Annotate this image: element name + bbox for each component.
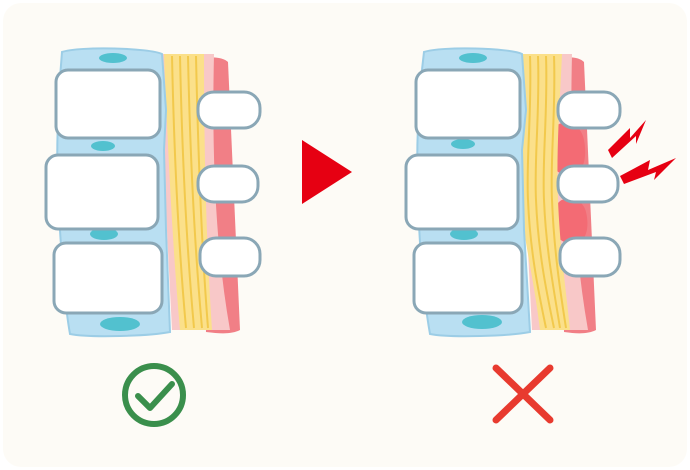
healthy-disc-dot — [90, 228, 118, 240]
healthy-vertebral-body — [44, 153, 160, 231]
swelling-bulge — [552, 198, 588, 245]
arrow-right-icon — [302, 140, 352, 204]
compressed-spinous-process — [556, 164, 620, 204]
healthy-vertebral-body — [54, 68, 162, 140]
healthy-vertebral-body — [52, 241, 164, 315]
healthy-spine — [44, 47, 262, 338]
cross-icon — [492, 364, 554, 424]
healthy-disc-dot — [100, 317, 140, 331]
compressed-spine — [404, 47, 622, 338]
healthy-spinous-process — [196, 164, 260, 204]
compressed-ligament-lines — [526, 55, 567, 329]
compressed-vertebral-body — [414, 68, 522, 140]
healthy-spinous-process — [196, 90, 262, 130]
lightning-pain-icon — [608, 120, 676, 184]
compressed-disc-dot — [462, 315, 502, 329]
check-circle-icon — [122, 363, 186, 427]
compressed-vertebral-body — [404, 153, 520, 231]
healthy-disc-dot — [99, 53, 127, 63]
compressed-disc-dot — [459, 53, 487, 63]
compressed-spinous-process — [558, 236, 622, 278]
compressed-vertebral-body — [412, 241, 524, 315]
compressed-spinous-process — [556, 90, 622, 130]
compressed-disc-dot — [450, 228, 478, 240]
compressed-disc-dot — [451, 139, 475, 149]
healthy-disc-dot — [91, 141, 115, 151]
healthy-spinous-process — [198, 236, 262, 278]
